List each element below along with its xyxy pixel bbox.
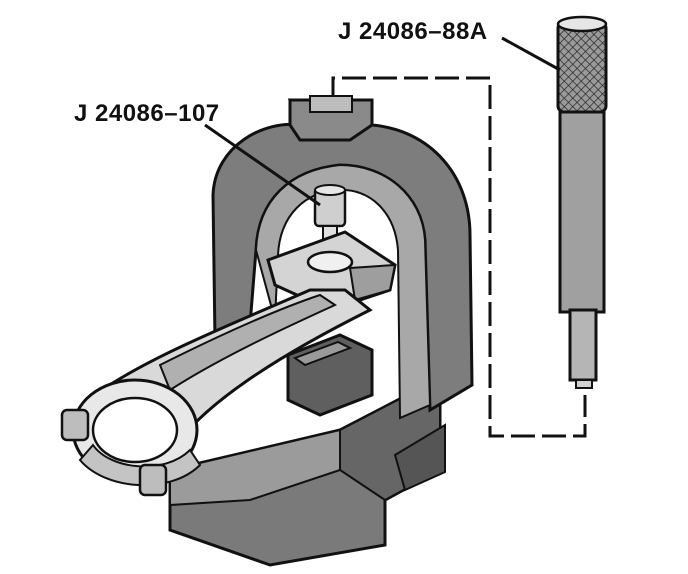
connecting-rod (60, 288, 373, 497)
callout-label-driver-tool: J 24086–88A (338, 18, 488, 45)
callout-leader-lines (204, 36, 561, 207)
alignment-dashed-line (331, 76, 587, 438)
fixture-arch-frame (211, 95, 474, 420)
fixture-base-block (168, 375, 446, 567)
driver-tool-88a (556, 15, 608, 389)
callout-label-pin-tool: J 24086–107 (74, 100, 220, 127)
piston-pin-support (266, 230, 397, 312)
rod-support-block (286, 333, 374, 417)
